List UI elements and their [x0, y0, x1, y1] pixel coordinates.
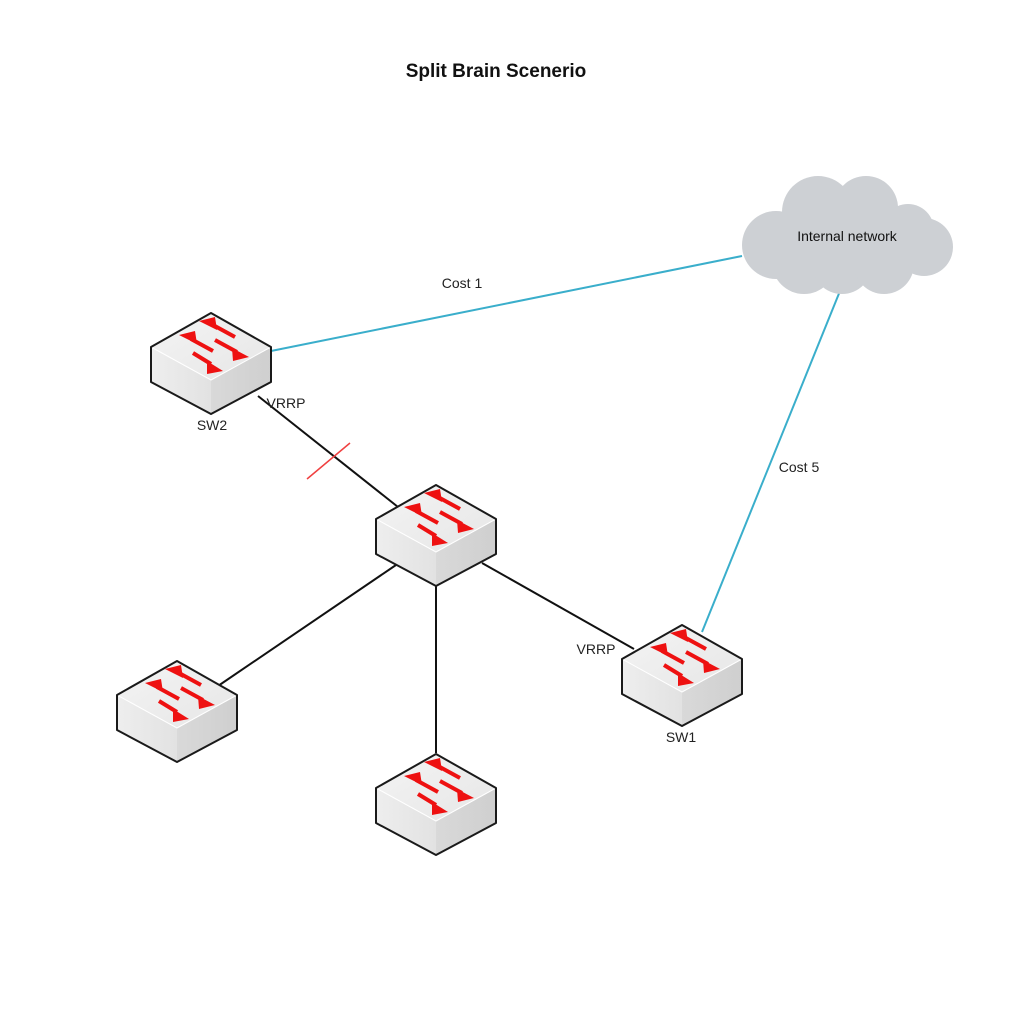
link-label-cost-5: Cost 5	[779, 459, 820, 475]
network-switch-icon	[149, 311, 273, 416]
cloud-icon	[742, 176, 953, 294]
link-sw2-core	[257, 395, 399, 508]
link-sw1-cloud	[701, 290, 841, 633]
switch-core[interactable]	[374, 483, 498, 588]
switch-sw1[interactable]	[620, 623, 744, 728]
links	[217, 255, 841, 753]
cloud-label: Internal network	[797, 228, 898, 244]
link-label-vrrp-sw1: VRRP	[577, 641, 616, 657]
network-switch-icon	[374, 483, 498, 588]
switch-sw2[interactable]	[149, 311, 273, 416]
network-switch-icon	[620, 623, 744, 728]
link-sw2-cloud	[270, 255, 743, 352]
network-switch-icon	[115, 659, 239, 764]
link-label-cost-1: Cost 1	[442, 275, 483, 291]
switch-access-left[interactable]	[115, 659, 239, 764]
link-access-left-core	[217, 564, 397, 687]
link-sw1-core	[481, 562, 635, 650]
network-switch-icon	[374, 752, 498, 857]
diagram-title: Split Brain Scenerio	[406, 61, 587, 82]
switch-label-sw1: SW1	[666, 729, 697, 745]
link-break-mark	[306, 442, 351, 480]
link-label-vrrp-sw2: VRRP	[267, 395, 306, 411]
switch-label-sw2: SW2	[197, 417, 228, 433]
switch-access-bottom[interactable]	[374, 752, 498, 857]
